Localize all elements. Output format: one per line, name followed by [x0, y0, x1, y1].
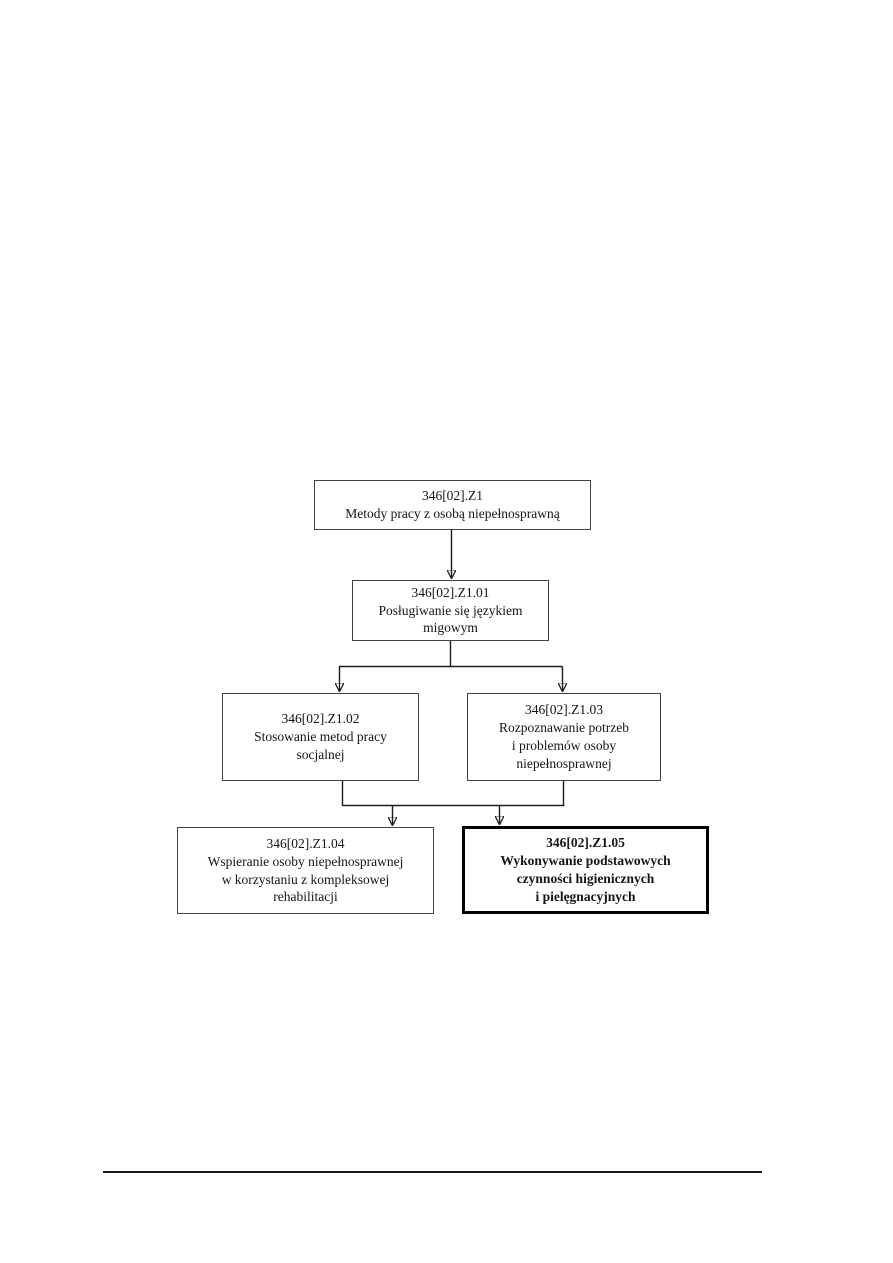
node-z1-01-title: Posługiwanie się językiem migowym	[378, 602, 523, 636]
node-z1-01: 346[02].Z1.01 Posługiwanie się językiem …	[352, 580, 549, 641]
node-z1-05-title: Wykonywanie podstawowych czynności higie…	[500, 853, 671, 904]
node-z1-title: Metody pracy z osobą niepełnosprawną	[345, 506, 560, 521]
footer-divider-rule	[103, 1171, 762, 1173]
node-z1-code: 346[02].Z1	[421, 488, 484, 504]
node-z1-03-code: 346[02].Z1.03	[525, 702, 603, 718]
node-z1-05-emphasized: 346[02].Z1.05 Wykonywanie podstawowych c…	[462, 826, 709, 914]
node-z1-02-code: 346[02].Z1.02	[281, 711, 360, 727]
node-z1-04: 346[02].Z1.04 Wspieranie osoby niepełnos…	[177, 827, 434, 914]
node-z1-05-code: 346[02].Z1.05	[546, 835, 625, 851]
node-z1-02: 346[02].Z1.02 Stosowanie metod pracy soc…	[222, 693, 419, 781]
node-z1-01-code: 346[02].Z1.01	[411, 584, 490, 600]
node-z1: 346[02].Z1 Metody pracy z osobą niepełno…	[314, 480, 591, 530]
node-z1-04-code: 346[02].Z1.04	[266, 835, 345, 851]
node-z1-02-title: Stosowanie metod pracy socjalnej	[254, 729, 387, 762]
node-z1-03-title: Rozpoznawanie potrzeb i problemów osoby …	[498, 720, 630, 771]
node-z1-03: 346[02].Z1.03 Rozpoznawanie potrzeb i pr…	[467, 693, 661, 781]
node-z1-04-title: Wspieranie osoby niepełnosprawnej w korz…	[207, 853, 404, 905]
